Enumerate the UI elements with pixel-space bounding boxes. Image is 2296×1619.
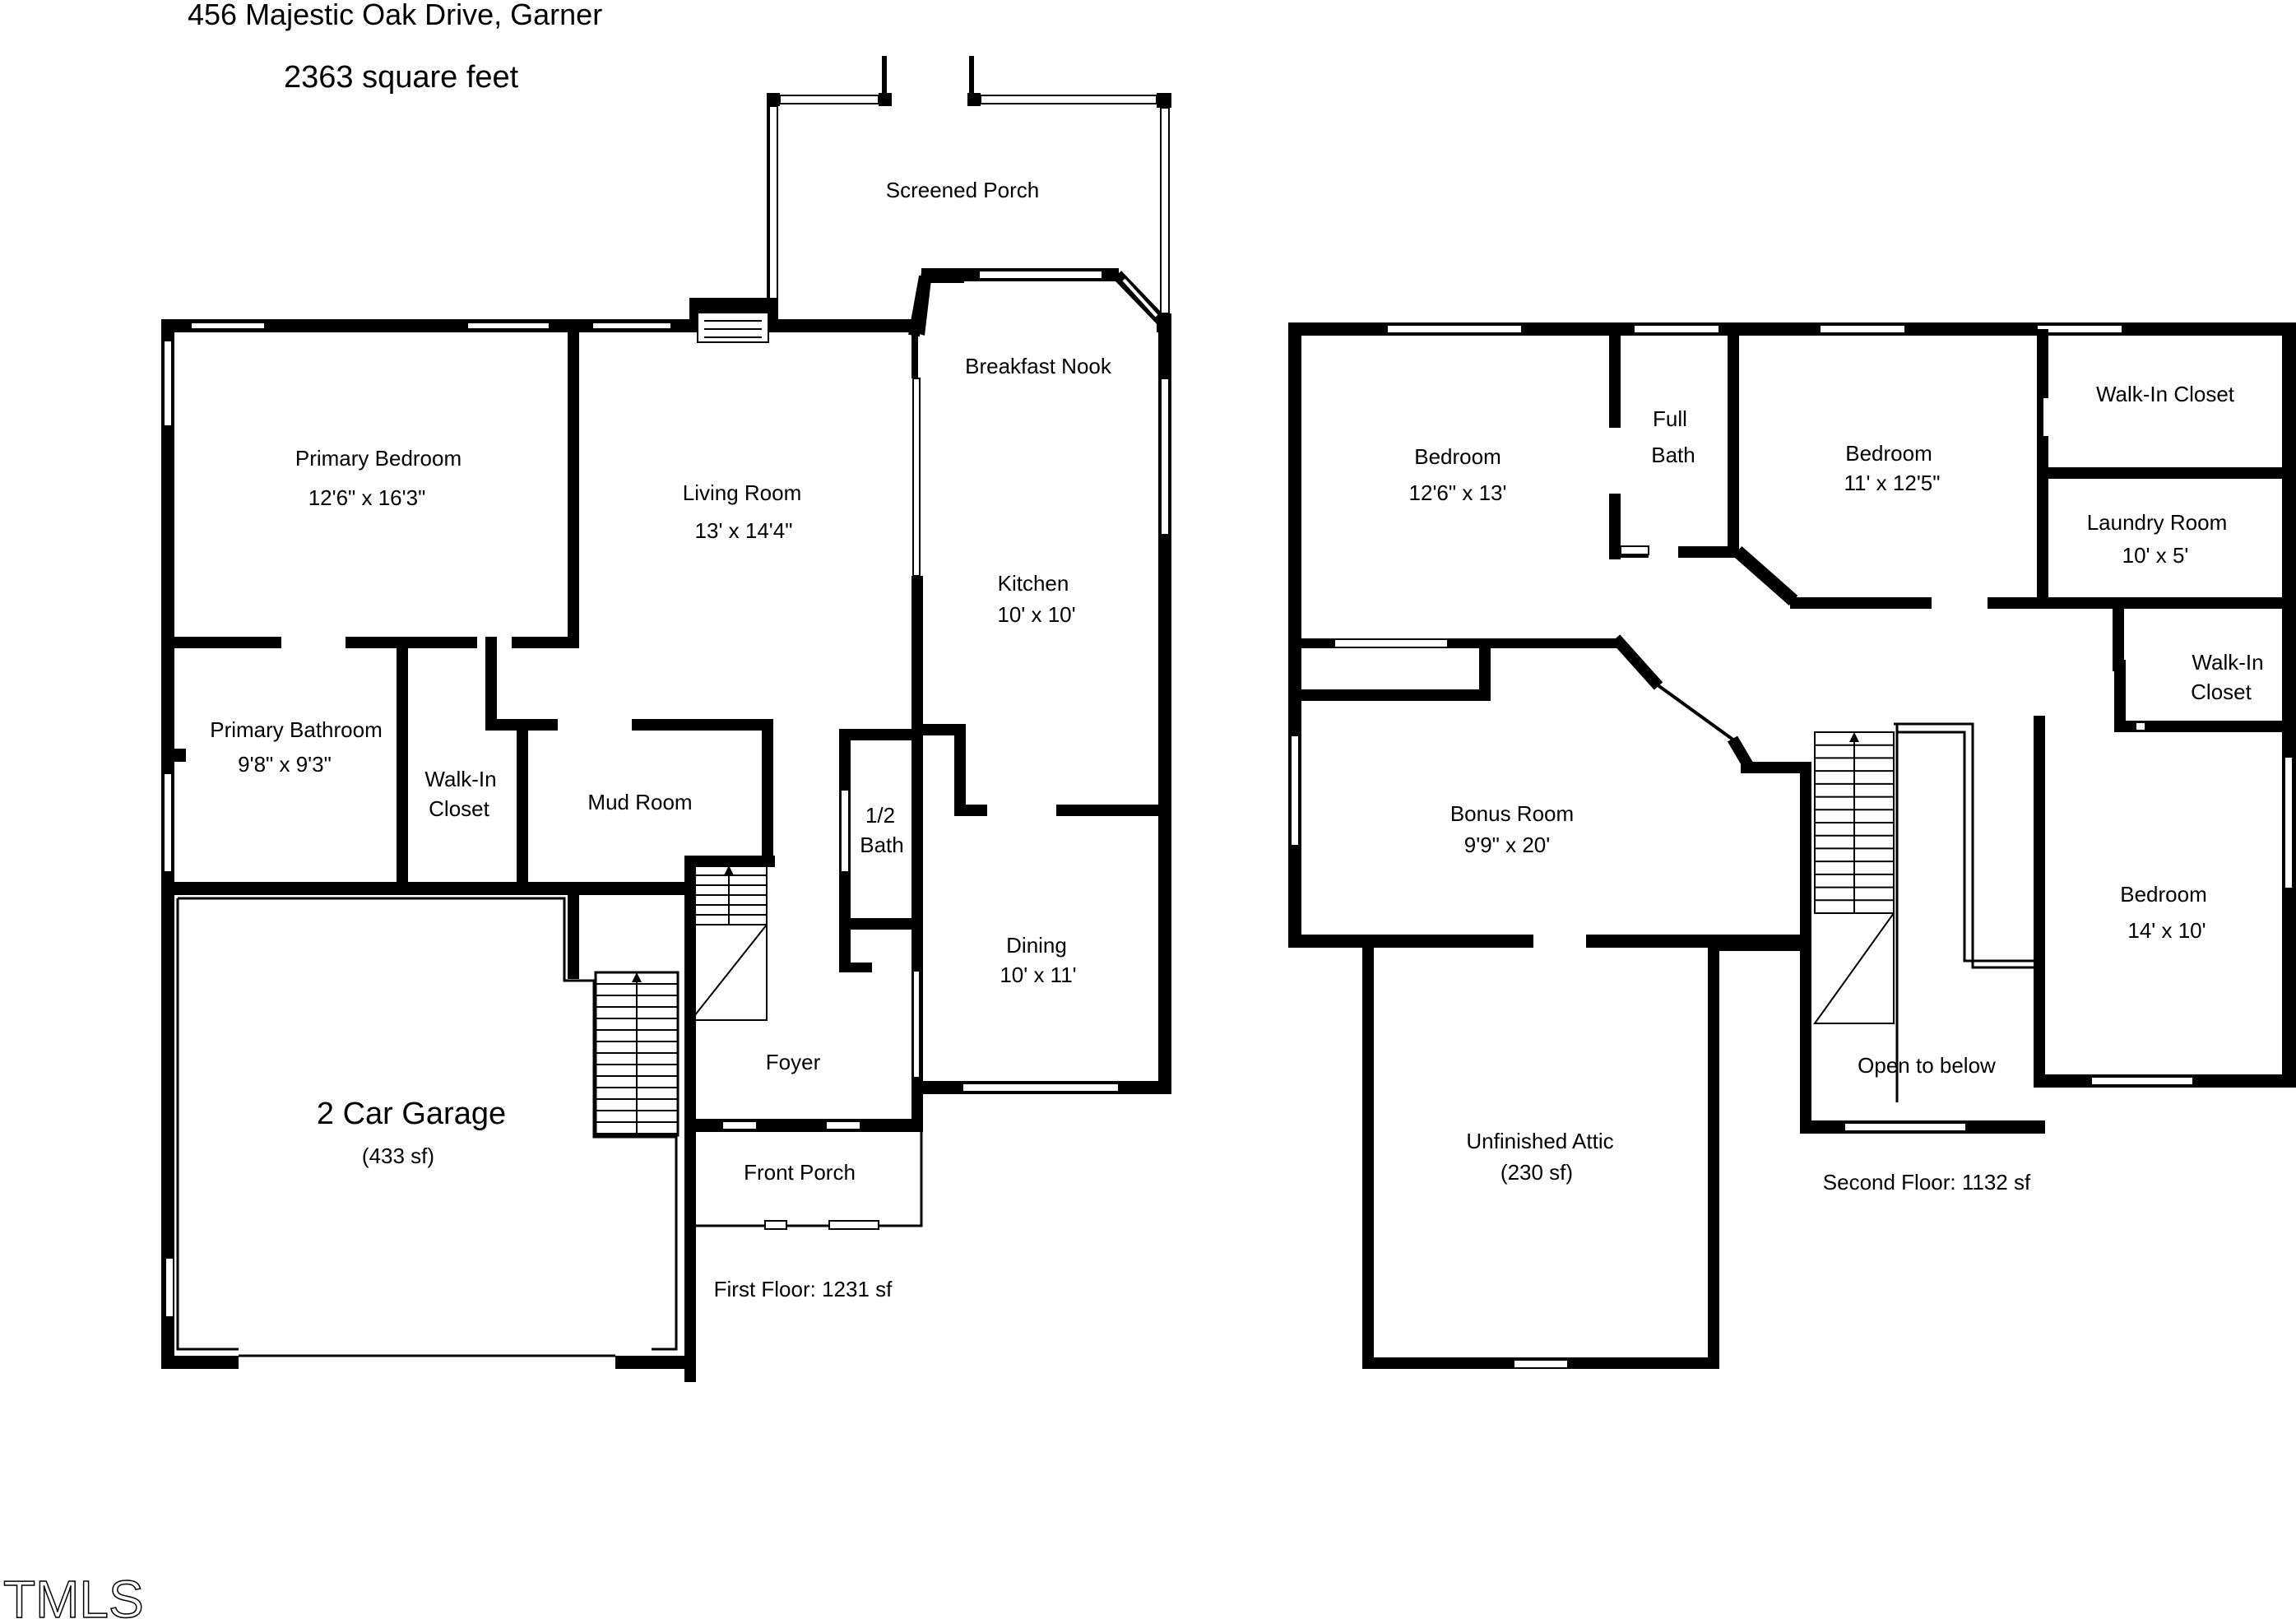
- total-square-feet: 2363 square feet: [284, 60, 519, 95]
- bedroom-2-label: Bedroom: [1845, 441, 1932, 466]
- front-porch-label: Front Porch: [744, 1160, 856, 1185]
- second-floor-stairs: [1813, 731, 1895, 1024]
- tmls-watermark: TMLS: [3, 1570, 144, 1619]
- breakfast-nook-label: Breakfast Nook: [965, 354, 1112, 378]
- bedroom-3-label: Bedroom: [2120, 882, 2207, 907]
- garage-area: (433 sf): [362, 1144, 434, 1168]
- garage-label: 2 Car Garage: [317, 1097, 506, 1131]
- first-floor-labels: Screened Porch Breakfast Nook Primary Be…: [210, 178, 1112, 1301]
- open-to-below-label: Open to below: [1858, 1053, 1996, 1078]
- bonus-room-label: Bonus Room: [1450, 801, 1574, 826]
- half-bath-label-line2: Bath: [860, 833, 904, 857]
- first-floor-interior-walls: [161, 332, 1171, 1382]
- full-bath-label-line2: Bath: [1651, 443, 1695, 467]
- primary-bedroom-dims: 12'6" x 16'3": [308, 485, 426, 510]
- first-floor-stairs: [689, 865, 768, 1021]
- kitchen-dims: 10' x 10': [997, 602, 1075, 627]
- unfinished-attic-area: (230 sf): [1501, 1160, 1573, 1185]
- screened-porch-walls: [767, 56, 1171, 329]
- stair-arrow-head: [724, 865, 734, 875]
- bedroom-1-label: Bedroom: [1414, 444, 1501, 469]
- second-floor-summary: Second Floor: 1132 sf: [1823, 1170, 2031, 1195]
- primary-bathroom-dims: 9'8" x 9'3": [238, 752, 332, 777]
- dining-label: Dining: [1006, 933, 1067, 958]
- kitchen-label: Kitchen: [998, 571, 1069, 596]
- second-floor-labels: Bedroom 12'6" x 13' Full Bath Bedroom 11…: [1409, 382, 2264, 1195]
- mud-room-label: Mud Room: [587, 790, 692, 814]
- second-floor-plan: Bedroom 12'6" x 13' Full Bath Bedroom 11…: [1288, 322, 2296, 1369]
- second-floor-walls: [1288, 322, 2296, 1369]
- primary-bedroom-label: Primary Bedroom: [295, 446, 462, 471]
- bonus-room-dims: 9'9" x 20': [1464, 833, 1550, 857]
- unfinished-attic-label: Unfinished Attic: [1466, 1129, 1613, 1153]
- living-room-label: Living Room: [683, 480, 802, 505]
- stair-arrow-head: [632, 972, 642, 982]
- stair-landing: [1813, 912, 1895, 1024]
- screened-porch-label: Screened Porch: [886, 178, 1039, 202]
- property-address: 456 Majestic Oak Drive, Garner: [188, 0, 602, 31]
- primary-bathroom-label: Primary Bathroom: [210, 717, 383, 742]
- bedroom-2-dims: 11' x 12'5": [1844, 471, 1941, 495]
- walk-in-closet-small-label-line1: Walk-In: [2192, 650, 2263, 675]
- walk-in-closet-label-line2: Closet: [429, 796, 489, 821]
- first-floor-plan: Screened Porch Breakfast Nook Primary Be…: [161, 56, 1171, 1382]
- first-floor-summary: First Floor: 1231 sf: [714, 1277, 893, 1301]
- laundry-room-dims: 10' x 5': [2122, 543, 2189, 568]
- half-bath-label-line1: 1/2: [865, 803, 895, 828]
- stair-arrow-head: [1849, 732, 1859, 742]
- bedroom-1-dims: 12'6" x 13': [1409, 480, 1507, 505]
- laundry-room-label: Laundry Room: [2087, 510, 2228, 535]
- living-room-dims: 13' x 14'4": [695, 518, 793, 543]
- bedroom-3-dims: 14' x 10': [2127, 918, 2206, 943]
- foyer-label: Foyer: [766, 1050, 821, 1074]
- walk-in-closet-small-label-line2: Closet: [2191, 680, 2252, 704]
- walk-in-closet-top-label: Walk-In Closet: [2096, 382, 2235, 406]
- first-floor-walls: [161, 268, 1171, 1369]
- dining-dims: 10' x 11': [1000, 963, 1076, 987]
- walk-in-closet-label-line1: Walk-In: [424, 767, 496, 791]
- full-bath-label-line1: Full: [1653, 406, 1687, 431]
- garage-stairs: [595, 972, 679, 1134]
- stair-landing: [689, 924, 768, 1021]
